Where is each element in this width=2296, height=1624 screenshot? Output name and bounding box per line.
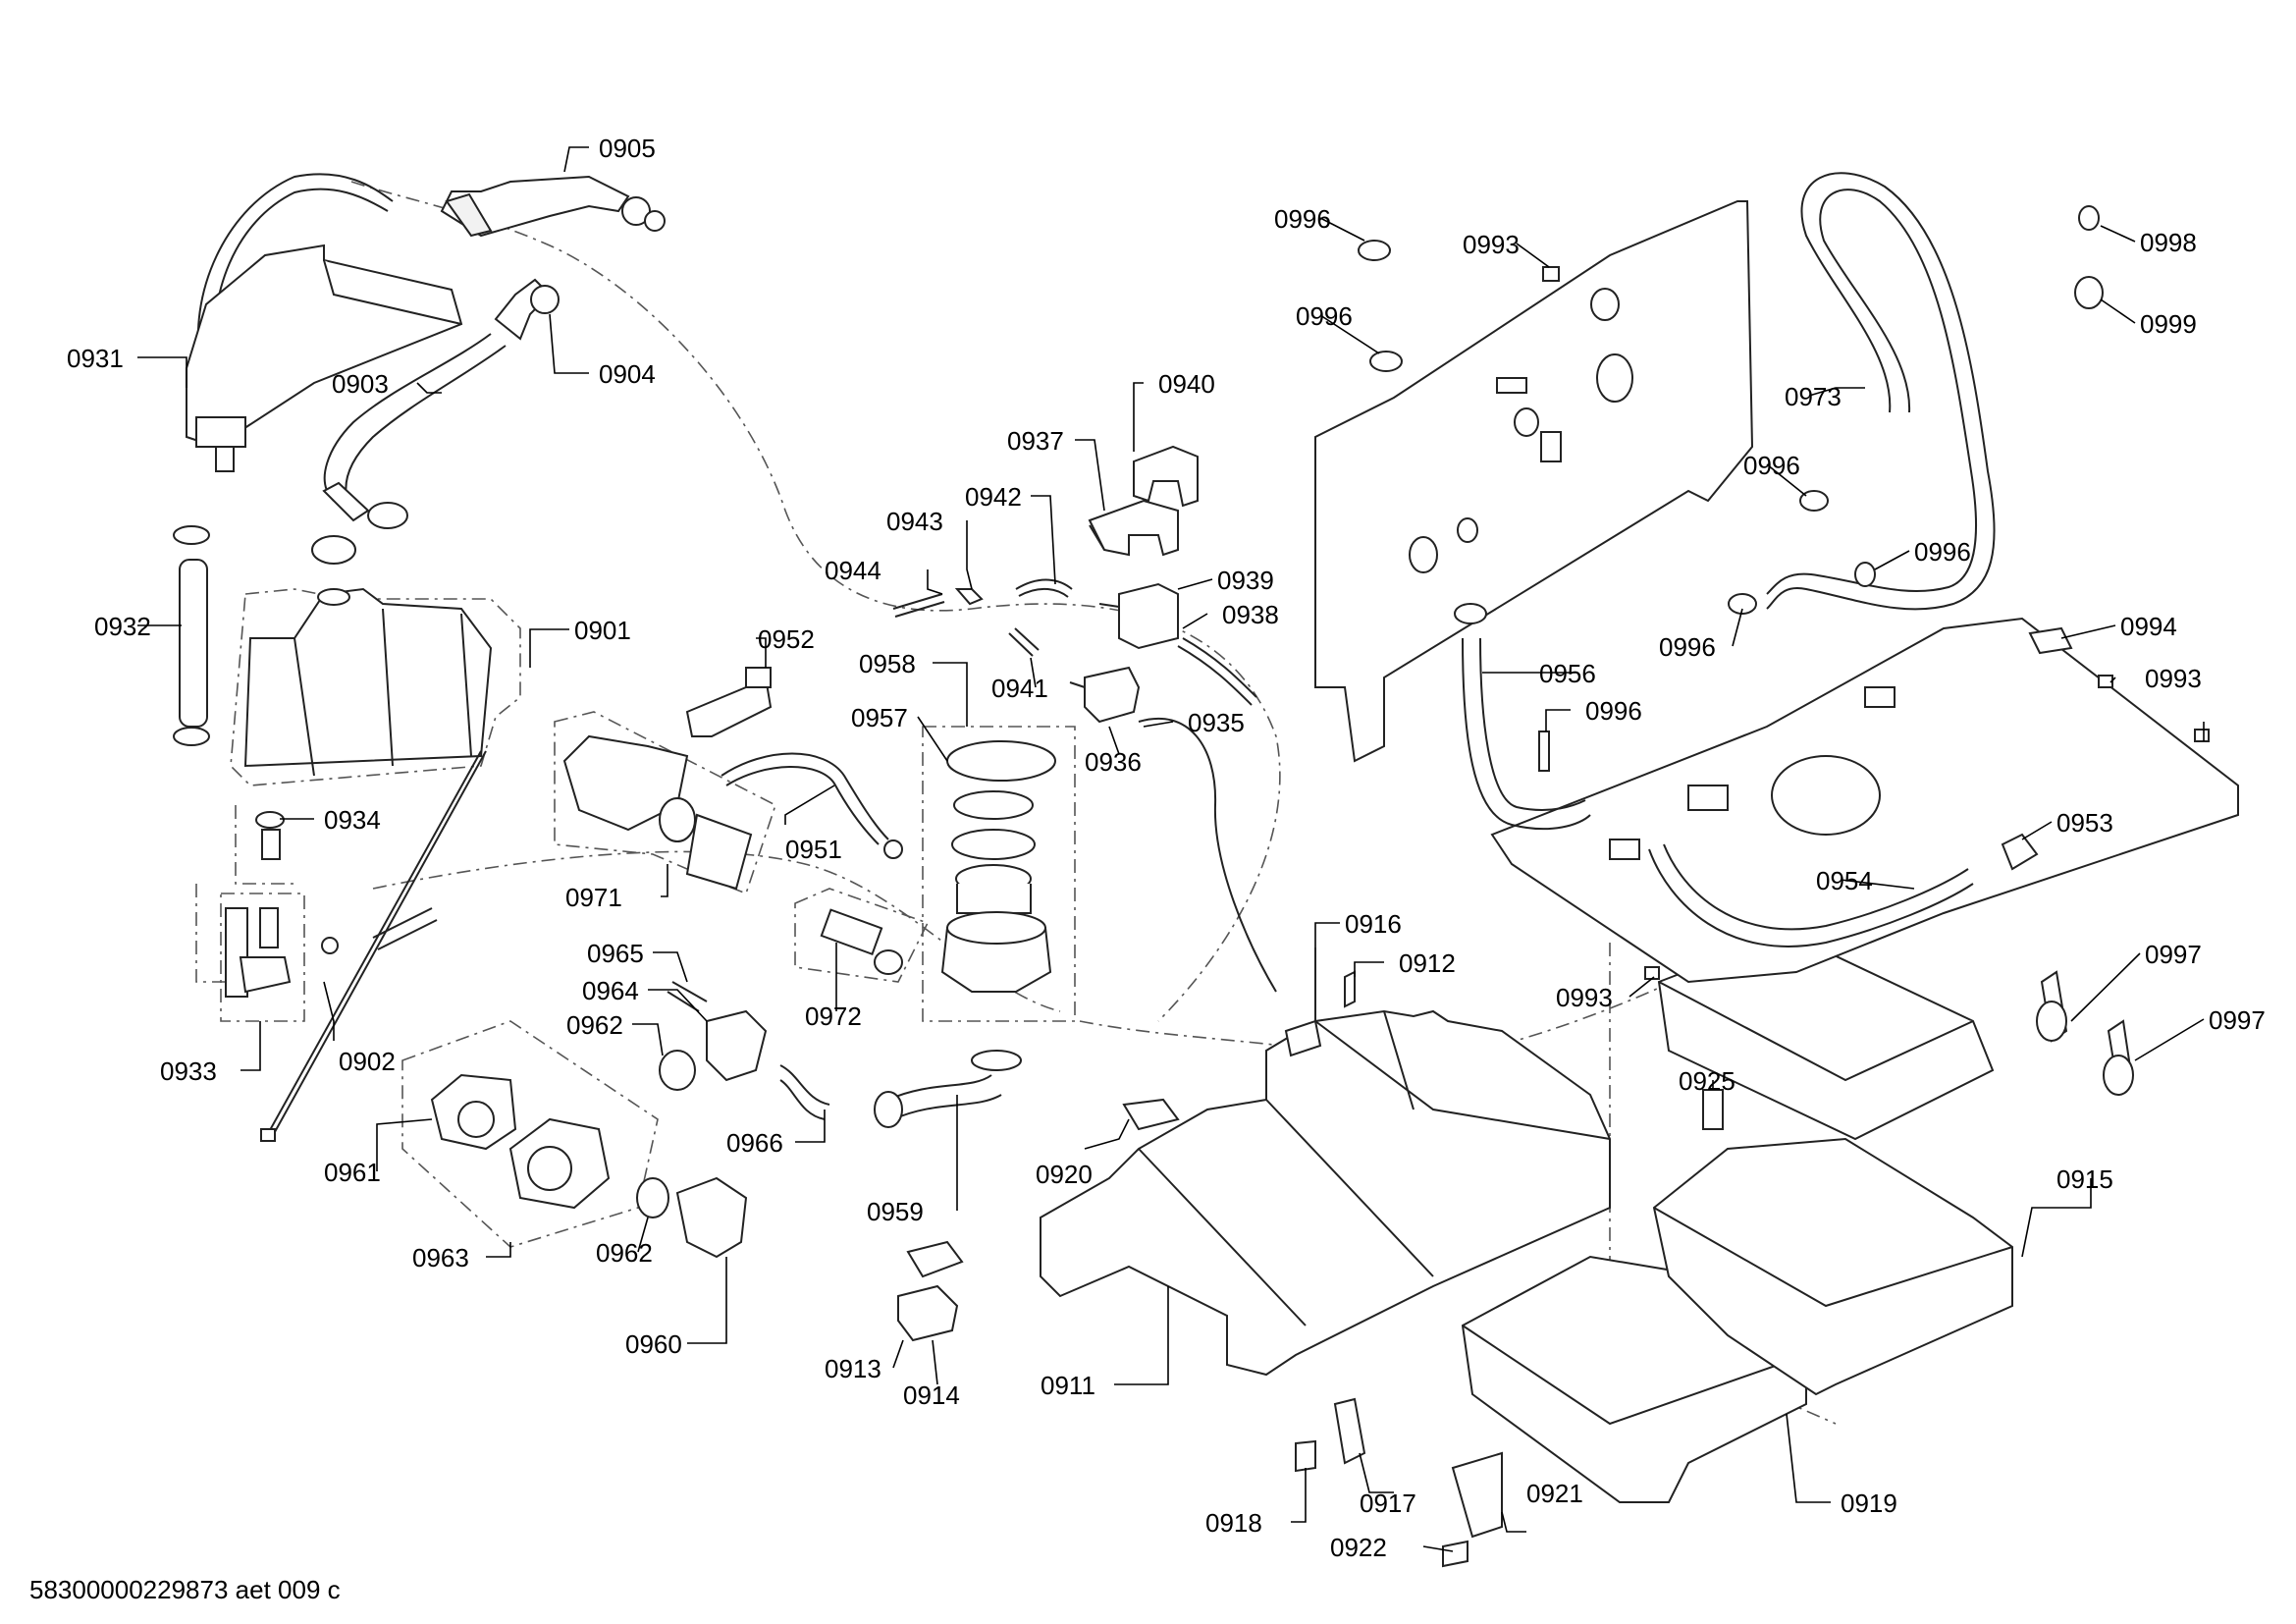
callout-0996-1: 0996 [1274,204,1331,234]
group-0971 [554,711,776,895]
callout-0905: 0905 [599,134,656,163]
callout-0917: 0917 [1360,1489,1416,1518]
parts-0916-0912 [1284,947,1356,1057]
valve-group-lower [636,1176,748,1259]
callout-0903: 0903 [332,369,389,399]
callout-0915: 0915 [2056,1164,2113,1194]
callout-0972: 0972 [805,1001,862,1031]
callout-0997-2: 0997 [2209,1005,2266,1035]
callout-0919: 0919 [1841,1489,1897,1518]
callout-0956: 0956 [1539,659,1596,688]
callout-0962: 0962 [566,1010,623,1040]
callout-0994: 0994 [2120,612,2177,641]
tube-0932 [173,525,210,746]
leader-lines [137,146,2205,1552]
callout-0953: 0953 [2056,808,2113,838]
callout-0937: 0937 [1007,426,1064,456]
callout-0959: 0959 [867,1197,924,1226]
callout-0922: 0922 [1330,1533,1387,1562]
callout-labels: 0905 0904 0903 0931 0932 0901 0934 0933 … [67,134,2266,1562]
drawer-0915 [1652,931,2013,1396]
callout-0996-5: 0996 [1659,632,1716,662]
callout-0931: 0931 [67,344,124,373]
callout-0914: 0914 [903,1380,960,1410]
group-0972 [794,888,930,983]
callout-0940: 0940 [1158,369,1215,399]
callout-0958: 0958 [859,649,916,678]
tubes-middle [892,578,1073,657]
callout-0971: 0971 [565,883,622,912]
callout-0965: 0965 [587,939,644,968]
hose-0954 [1648,843,1974,947]
valve-group-upper [659,981,1022,1128]
valves [1069,582,1277,993]
callout-0993-3: 0993 [1556,983,1613,1012]
callout-0913: 0913 [825,1354,881,1383]
callout-0934: 0934 [324,805,381,835]
callout-0941: 0941 [991,674,1048,703]
callout-0932: 0932 [94,612,151,641]
callout-0933: 0933 [160,1056,217,1086]
hose-0956 [1454,603,1591,831]
callout-0963: 0963 [412,1243,469,1272]
small-brackets-bottom [1295,1397,1503,1568]
callout-0954: 0954 [1816,866,1873,895]
rear-panel [1314,200,1754,763]
hose-0951 [721,752,903,859]
filter-assembly [922,726,1076,1022]
callout-0996-2: 0996 [1296,301,1353,331]
callout-0993-1: 0993 [1463,230,1520,259]
callout-0911: 0911 [1041,1371,1095,1400]
callout-0916: 0916 [1345,909,1402,939]
callout-0925: 0925 [1679,1066,1735,1096]
base-frame [1490,617,2239,984]
air-duct [440,175,666,238]
hose-0973 [1766,172,1996,611]
part-0920 [1122,1098,1180,1131]
callout-0960: 0960 [625,1329,682,1359]
callout-0997-1: 0997 [2145,940,2202,969]
callout-0973: 0973 [1785,382,1842,411]
box-0913 [897,1240,964,1342]
callout-0901: 0901 [574,616,631,645]
callout-0951: 0951 [785,835,842,864]
callout-0999: 0999 [2140,309,2197,339]
pump-group-0963 [401,1020,659,1248]
callout-0996-6: 0996 [1585,696,1642,726]
callout-0918: 0918 [1205,1508,1262,1538]
brackets [1088,445,1199,557]
callout-0935: 0935 [1188,708,1245,737]
water-tank-assembly [186,173,463,472]
small-parts-left [220,750,487,1142]
diagram-footer-code: 58300000229873 aet 009 c [29,1575,341,1604]
callout-0920: 0920 [1036,1160,1093,1189]
callout-0952: 0952 [758,624,815,654]
callout-0962-lower: 0962 [596,1238,653,1268]
sensor-0952 [685,667,773,737]
callout-0921: 0921 [1526,1479,1583,1508]
callout-0964: 0964 [582,976,639,1005]
callout-0998: 0998 [2140,228,2197,257]
callout-0912: 0912 [1399,948,1456,978]
callout-0996-4: 0996 [1914,537,1971,567]
callout-0939: 0939 [1217,566,1274,595]
callout-0936: 0936 [1085,747,1142,777]
callout-0961: 0961 [324,1158,381,1187]
callout-0996-3: 0996 [1743,451,1800,480]
callout-0943: 0943 [886,507,943,536]
drain-hose-0903 [311,278,560,565]
clips [1358,205,2210,1096]
callout-0904: 0904 [599,359,656,389]
callout-0938: 0938 [1222,600,1279,629]
callout-0944: 0944 [825,556,881,585]
container-0901 [230,587,521,786]
callout-0966: 0966 [726,1128,783,1158]
callout-0993-2: 0993 [2145,664,2202,693]
callout-0957: 0957 [851,703,908,732]
callout-0902: 0902 [339,1047,396,1076]
callout-0942: 0942 [965,482,1022,512]
base-tray-0911 [1040,1009,1611,1377]
